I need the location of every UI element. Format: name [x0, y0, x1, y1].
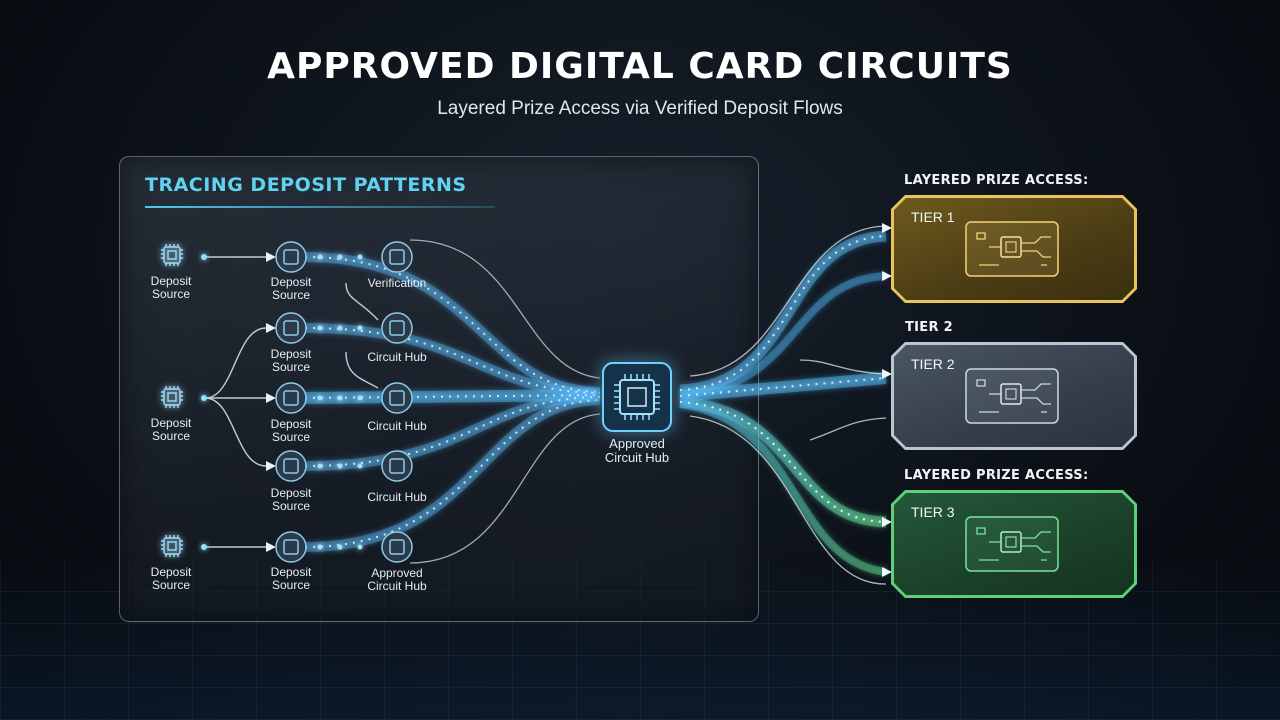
- stage-node-2: [381, 312, 413, 344]
- prize-header-2: TIER 2: [905, 320, 953, 335]
- connector-verify-branch: [345, 282, 379, 321]
- left-flow-edges: [409, 239, 601, 564]
- tier-3-card-chip-icon: [965, 516, 1065, 574]
- connector-hub-branch: [345, 351, 379, 389]
- panel-heading: TRACING DEPOSIT PATTERNS: [145, 174, 467, 196]
- source-2-label: Deposit Source: [150, 416, 192, 443]
- source-3-label: Deposit Source: [150, 565, 192, 592]
- mid-nodes: [275, 241, 307, 563]
- mid-3-label: Deposit Source: [270, 417, 312, 444]
- source-3-chip-icon: [161, 535, 183, 557]
- stage-5-label: Approved Circuit Hub: [367, 566, 427, 593]
- right-arrowheads: [882, 223, 892, 577]
- tier-card-3[interactable]: TIER 3: [891, 490, 1137, 598]
- arrowheads: [266, 252, 276, 552]
- tier-1-name: TIER 1: [911, 209, 955, 225]
- mid-4-label: Deposit Source: [270, 486, 312, 513]
- page-title: APPROVED DIGITAL CARD CIRCUITS: [267, 46, 1013, 87]
- mid-1-label: Deposit Source: [270, 275, 312, 302]
- right-flow-edges: [689, 225, 887, 585]
- left-flow-bundles: [304, 252, 601, 552]
- tier-3-name: TIER 3: [911, 504, 955, 520]
- stage-2-label: Circuit Hub: [367, 350, 427, 364]
- connector-source2-mid2: [204, 327, 267, 399]
- central-hub-label: Approved Circuit Hub: [604, 436, 670, 465]
- connector-source2-mid4: [204, 397, 267, 467]
- right-flow-bundles: [679, 230, 887, 576]
- tier-2-card-chip-icon: [965, 368, 1065, 426]
- stage-node-4: [381, 450, 413, 482]
- mid-node-1: [275, 241, 307, 273]
- stage-node-3: [381, 382, 413, 414]
- source-1-chip-icon: [161, 244, 183, 266]
- mid-node-3: [275, 382, 307, 414]
- source-chip-icons: [161, 244, 183, 557]
- stage-3-label: Circuit Hub: [367, 419, 427, 433]
- mid-5-label: Deposit Source: [270, 565, 312, 592]
- source-connectors: [204, 256, 379, 548]
- stage-1-label: Verification: [367, 276, 427, 290]
- tier-card-1[interactable]: TIER 1: [891, 195, 1137, 303]
- stage-nodes: [381, 241, 413, 563]
- source-1-label: Deposit Source: [150, 274, 192, 301]
- page-subtitle: Layered Prize Access via Verified Deposi…: [437, 98, 843, 119]
- central-hub-chip: [602, 362, 672, 432]
- prize-header-3: LAYERED PRIZE ACCESS:: [904, 468, 1089, 483]
- tier-1-card-chip-icon: [965, 221, 1065, 279]
- panel-heading-underline: [145, 206, 495, 208]
- stage-node-1: [381, 241, 413, 273]
- between-node-dots: [317, 254, 363, 550]
- tier-2-name: TIER 2: [911, 356, 955, 372]
- stage-node-5: [381, 531, 413, 563]
- mid-2-label: Deposit Source: [270, 347, 312, 374]
- mid-node-2: [275, 312, 307, 344]
- mid-node-4: [275, 450, 307, 482]
- mid-node-5: [275, 531, 307, 563]
- prize-header-1: LAYERED PRIZE ACCESS:: [904, 173, 1089, 188]
- tier-card-2[interactable]: TIER 2: [891, 342, 1137, 450]
- source-2-chip-icon: [161, 386, 183, 408]
- source-glow-dots: [201, 254, 207, 550]
- stage-4-label: Circuit Hub: [367, 490, 427, 504]
